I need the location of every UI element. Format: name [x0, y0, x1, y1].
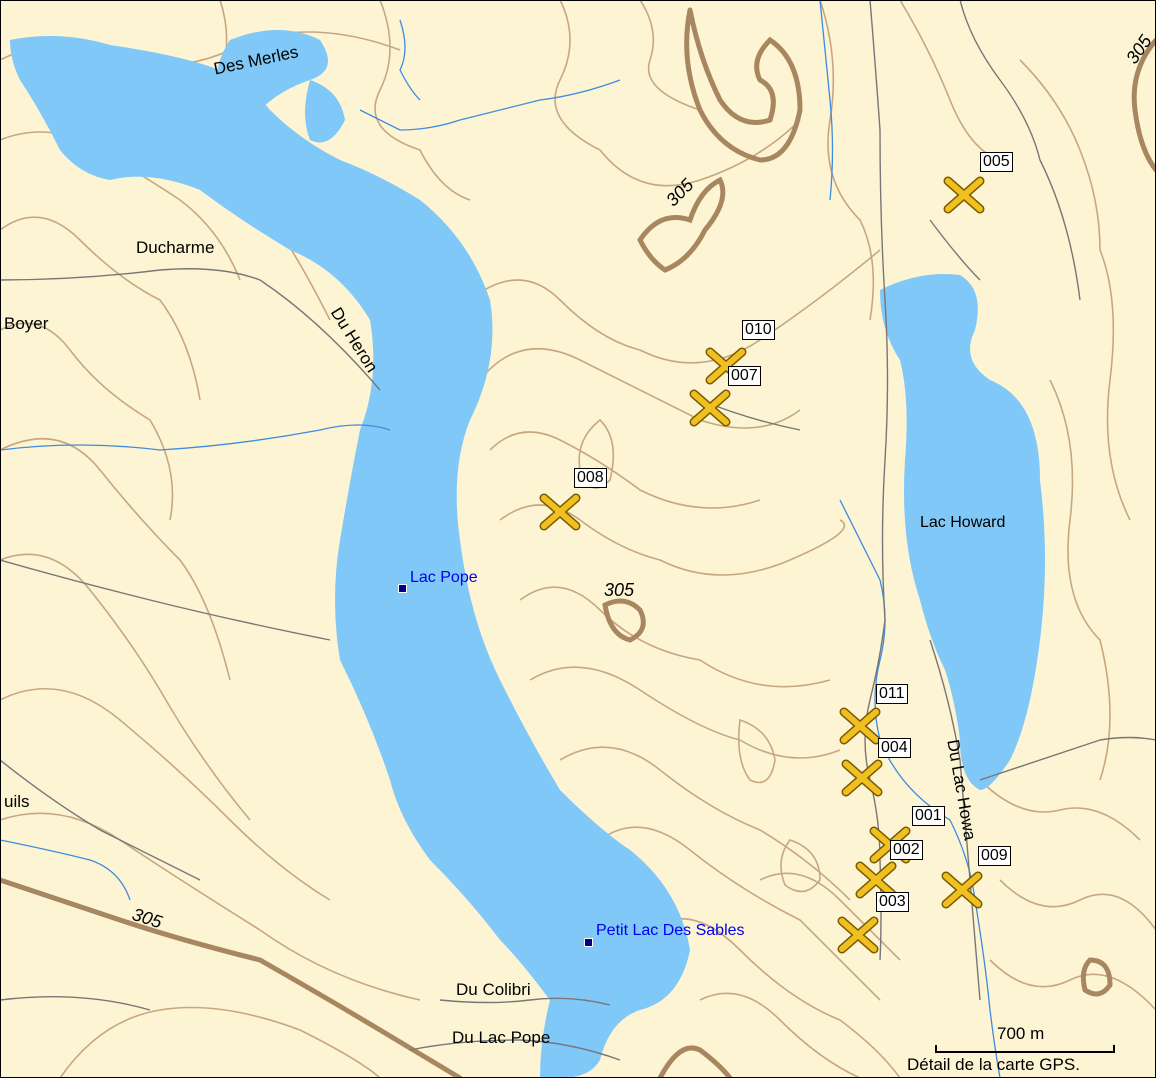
- road-label-boyer: Boyer: [4, 314, 49, 333]
- map-detail-caption: Détail de la carte GPS.: [907, 1055, 1080, 1074]
- waypoint-label-009[interactable]: 009: [978, 846, 1011, 866]
- waypoint-label-007[interactable]: 007: [728, 366, 761, 386]
- scale-bar: [935, 1045, 1115, 1053]
- waypoint-label-005[interactable]: 005: [980, 152, 1013, 172]
- lakes: [10, 30, 1045, 1078]
- contour-elevation-label: 305: [604, 580, 635, 600]
- waypoint-label-011[interactable]: 011: [876, 684, 908, 704]
- map-scale: 700 m Détail de la carte GPS.: [905, 1022, 1155, 1078]
- road-label-ducharme: Ducharme: [136, 238, 215, 257]
- road-label-uils: uils: [4, 792, 30, 811]
- waypoint-label-002[interactable]: 002: [890, 840, 923, 860]
- waypoint-label-004[interactable]: 004: [878, 738, 911, 758]
- poi-marker[interactable]: [398, 584, 407, 593]
- poi-marker[interactable]: [584, 938, 593, 947]
- waypoint-label-010[interactable]: 010: [742, 320, 775, 340]
- road-label-du-colibri: Du Colibri: [456, 980, 531, 999]
- scale-distance: 700 m: [997, 1024, 1045, 1043]
- waypoint-label-001[interactable]: 001: [912, 806, 945, 826]
- waypoint-label-008[interactable]: 008: [574, 468, 607, 488]
- poi-label-petit-lac-des-sables[interactable]: Petit Lac Des Sables: [596, 922, 745, 939]
- streams: [0, 0, 1001, 1078]
- road-label-du-lac-pope: Du Lac Pope: [452, 1028, 551, 1047]
- poi-label-lac-pope[interactable]: Lac Pope: [410, 569, 478, 586]
- lake-label-lac-howard: Lac Howard: [920, 514, 1006, 531]
- major-contour-lines: [0, 7, 1156, 1078]
- waypoint-label-003[interactable]: 003: [876, 892, 909, 912]
